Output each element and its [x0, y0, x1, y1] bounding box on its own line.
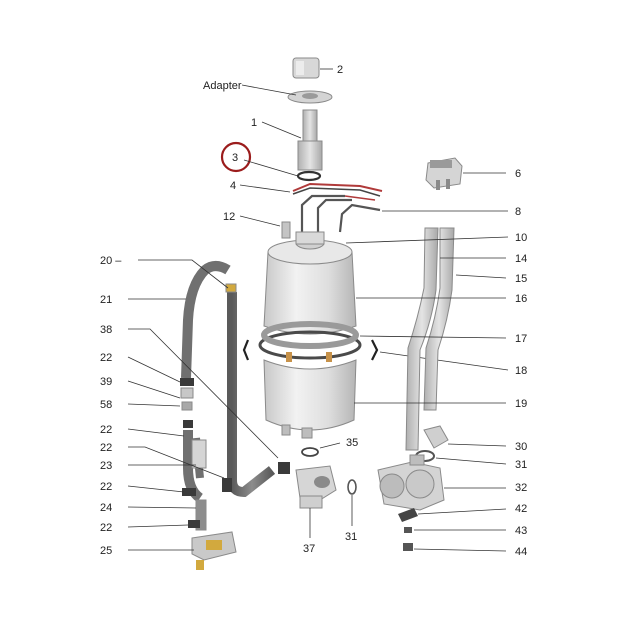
label-part-44: 44 — [515, 546, 527, 558]
label-part-10: 10 — [515, 232, 527, 244]
label-part-22-a: 22 — [100, 352, 112, 364]
part-3-oring — [220, 141, 322, 182]
label-part-4: 4 — [230, 180, 236, 192]
label-part-30: 30 — [515, 441, 527, 453]
label-adapter: Adapter — [203, 80, 242, 92]
part-1-tube — [261, 109, 323, 171]
label-part-42: 42 — [515, 503, 527, 515]
left-fittings — [180, 378, 290, 570]
part-18-clips — [242, 339, 509, 371]
label-part-31-right: 31 — [515, 459, 527, 471]
label-part-21: 21 — [100, 294, 112, 306]
label-part-19: 19 — [515, 398, 527, 410]
label-part-37: 37 — [303, 543, 315, 555]
label-part-32: 32 — [515, 482, 527, 494]
part-31-seal — [415, 450, 507, 465]
part-2-clip — [292, 57, 333, 79]
adapter-ring — [241, 84, 333, 104]
label-part-43: 43 — [515, 525, 527, 537]
label-part-17: 17 — [515, 333, 527, 345]
part-4-wires — [239, 182, 383, 197]
label-part-22-c: 22 — [100, 442, 112, 454]
label-part-22-e: 22 — [100, 522, 112, 534]
part-42-43-44-fasteners — [398, 508, 507, 552]
callout-labels: Adapter 2 1 3 4 6 8 12 10 14 15 16 17 18… — [100, 64, 527, 558]
label-part-58: 58 — [100, 399, 112, 411]
label-part-22-d: 22 — [100, 481, 112, 493]
label-part-22-b: 22 — [100, 424, 112, 436]
part-17-clamp — [258, 321, 362, 362]
label-part-24: 24 — [100, 502, 112, 514]
part-20-cap — [225, 283, 237, 293]
part-12-pin — [239, 215, 291, 239]
label-part-35: 35 — [346, 437, 358, 449]
part-32-pump — [377, 454, 506, 511]
label-part-1: 1 — [251, 117, 257, 129]
part-14-15-tubes — [405, 227, 507, 451]
label-part-16: 16 — [515, 293, 527, 305]
label-part-39: 39 — [100, 376, 112, 388]
part-31-seal-small — [347, 479, 357, 526]
part-8-cables — [300, 194, 508, 233]
label-part-8: 8 — [515, 206, 521, 218]
right-leaders — [345, 236, 509, 404]
label-part-18: 18 — [515, 365, 527, 377]
label-part-2: 2 — [337, 64, 343, 76]
label-part-6: 6 — [515, 168, 521, 180]
left-leaders — [127, 259, 279, 551]
label-part-31-bottom: 31 — [345, 531, 357, 543]
part-6-connector — [425, 157, 506, 190]
part-37-drain-tee — [295, 465, 337, 538]
label-part-14: 14 — [515, 253, 527, 265]
label-part-25: 25 — [100, 545, 112, 557]
label-part-3: 3 — [232, 152, 238, 164]
label-part-12: 12 — [223, 211, 235, 223]
label-part-38: 38 — [100, 324, 112, 336]
label-part-15: 15 — [515, 273, 527, 285]
steam-cylinder — [263, 231, 357, 439]
part-35-oring — [301, 442, 341, 457]
label-part-23: 23 — [100, 460, 112, 472]
label-part-20: 20 – — [100, 255, 122, 267]
part-30-fitting — [423, 425, 507, 449]
part-3-highlight-ring — [220, 141, 252, 173]
